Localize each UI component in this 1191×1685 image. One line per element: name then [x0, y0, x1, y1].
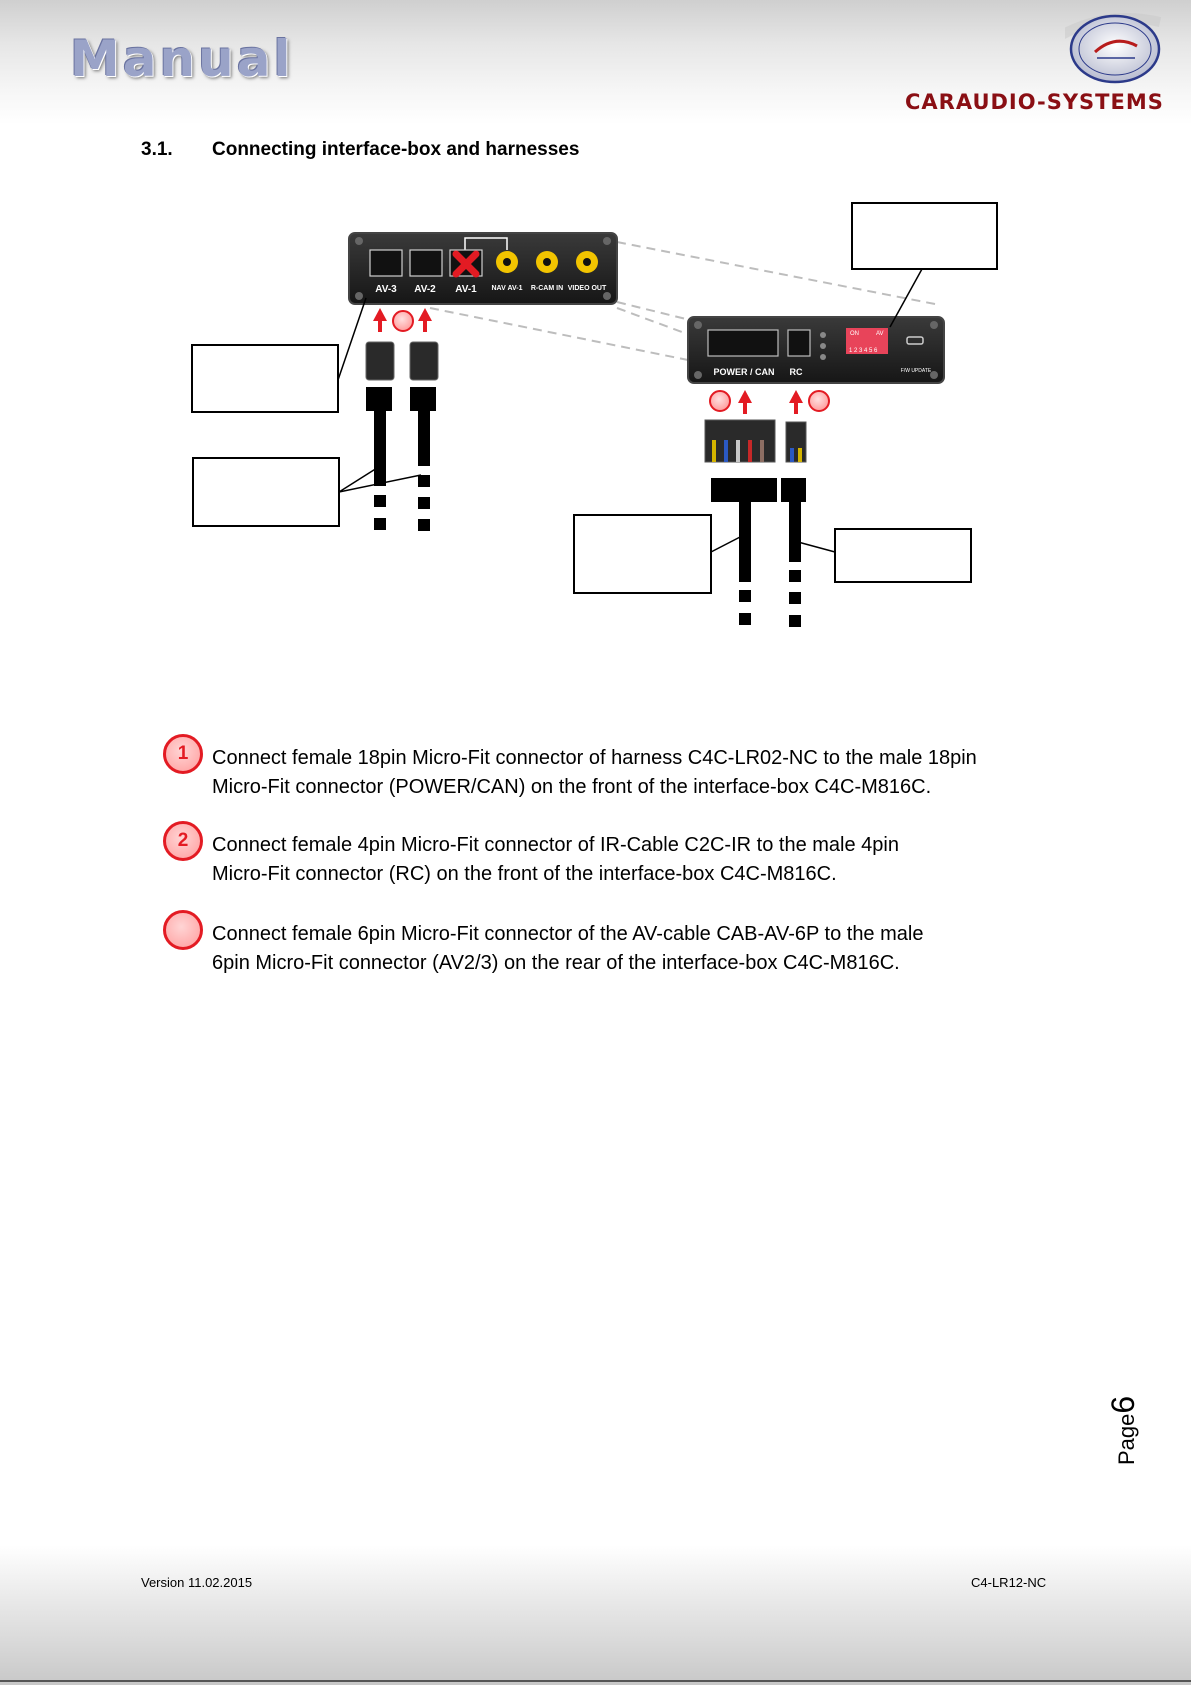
arrow-up-icon — [418, 308, 432, 332]
port-label: NAV AV-1 — [492, 285, 523, 292]
step-line: Micro-Fit connector (POWER/CAN) on the f… — [212, 776, 932, 798]
usb-port-icon — [906, 336, 924, 345]
screw-icon — [694, 371, 702, 379]
port-label: POWER / CAN — [713, 367, 774, 377]
port-label: AV-2 — [414, 284, 436, 295]
screw-icon — [694, 321, 702, 329]
step-marker — [808, 390, 830, 412]
power-can-socket — [707, 329, 779, 357]
step-badge — [163, 910, 203, 950]
step-line: Connect female 4pin Micro-Fit connector … — [212, 834, 899, 856]
av2-socket — [409, 249, 443, 277]
guide-lines — [429, 241, 941, 361]
step-text: Connect female 6pin Micro-Fit connector … — [212, 920, 923, 978]
led-icon — [820, 343, 826, 349]
callout-box — [834, 528, 972, 583]
section-heading: 3.1. Connecting interface-box and harness… — [141, 139, 579, 161]
step-text: Connect female 18pin Micro-Fit connector… — [212, 744, 977, 802]
section-number: 3.1. — [141, 139, 173, 160]
harness-connectors — [704, 419, 807, 627]
rear-panel: AV-3 AV-2 AV-1 NAV AV-1 R-CAM IN VIDEO O… — [348, 232, 618, 305]
step-badge: 1 — [163, 734, 203, 774]
page-digit: 6 — [1105, 1395, 1141, 1414]
rca-jack-icon — [496, 251, 518, 273]
callout-box — [851, 202, 998, 270]
iso-seal-icon — [1065, 13, 1162, 84]
step-line: 6pin Micro-Fit connector (AV2/3) on the … — [212, 952, 900, 974]
port-label: AV-3 — [375, 284, 397, 295]
connector-icon — [365, 341, 395, 381]
step-marker — [392, 310, 414, 332]
footer-version: Version 11.02.2015 — [141, 1575, 253, 1590]
port-label: RC — [790, 367, 803, 377]
port-label: R-CAM IN — [531, 285, 563, 292]
red-markers — [373, 308, 830, 414]
callout-box — [191, 344, 339, 413]
callout-box — [573, 514, 712, 594]
step-badge: 2 — [163, 821, 203, 861]
footer-band — [0, 1545, 1191, 1685]
step-line: Micro-Fit connector (RC) on the front of… — [212, 863, 837, 885]
av3-socket — [369, 249, 403, 277]
led-icon — [820, 332, 826, 338]
callouts — [191, 202, 998, 594]
connection-diagram: AV-3 AV-2 AV-1 NAV AV-1 R-CAM IN VIDEO O… — [191, 202, 998, 627]
front-panel: ON AV 1 2 3 4 5 6 POWER / CAN RC F/W UPD… — [687, 316, 945, 384]
header-band — [0, 0, 1191, 125]
rca-jack-icon — [576, 251, 598, 273]
screw-icon — [355, 237, 363, 245]
rca-jack-icon — [536, 251, 558, 273]
arrow-up-icon — [789, 390, 803, 414]
connector-icon — [785, 421, 807, 463]
dip-switch-icon — [846, 328, 888, 354]
step-text: Connect female 4pin Micro-Fit connector … — [212, 831, 899, 889]
screw-icon — [603, 237, 611, 245]
rc-socket — [787, 329, 811, 357]
footer-divider — [0, 1680, 1191, 1682]
brand-logo: CARAUDIO-SYSTEMS — [905, 90, 1164, 114]
switch-label: AV — [876, 331, 884, 337]
blocked-port-icon — [452, 250, 480, 278]
connector-icon — [409, 341, 439, 381]
arrow-up-icon — [373, 308, 387, 332]
footer-code: C4-LR12-NC — [971, 1575, 1047, 1590]
manual-title: Manual — [70, 30, 294, 88]
arrow-up-icon — [738, 390, 752, 414]
screw-icon — [355, 292, 363, 300]
screw-icon — [603, 292, 611, 300]
port-label: F/W UPDATE — [901, 368, 932, 374]
page-word: Page — [1114, 1413, 1139, 1465]
page-number: Page6 — [1105, 1396, 1142, 1465]
screw-icon — [930, 321, 938, 329]
av-cable-connectors — [365, 341, 439, 531]
switch-label: ON — [850, 331, 859, 337]
step-marker — [709, 390, 731, 412]
switch-label: 1 2 3 4 5 6 — [849, 348, 878, 354]
step-line: Connect female 18pin Micro-Fit connector… — [212, 747, 977, 769]
led-icon — [820, 354, 826, 360]
port-label: AV-1 — [455, 284, 477, 295]
section-title: Connecting interface-box and harnesses — [212, 139, 580, 160]
port-label: VIDEO OUT — [568, 285, 607, 292]
screw-icon — [930, 371, 938, 379]
callout-box — [192, 457, 340, 527]
step-line: Connect female 6pin Micro-Fit connector … — [212, 923, 924, 945]
